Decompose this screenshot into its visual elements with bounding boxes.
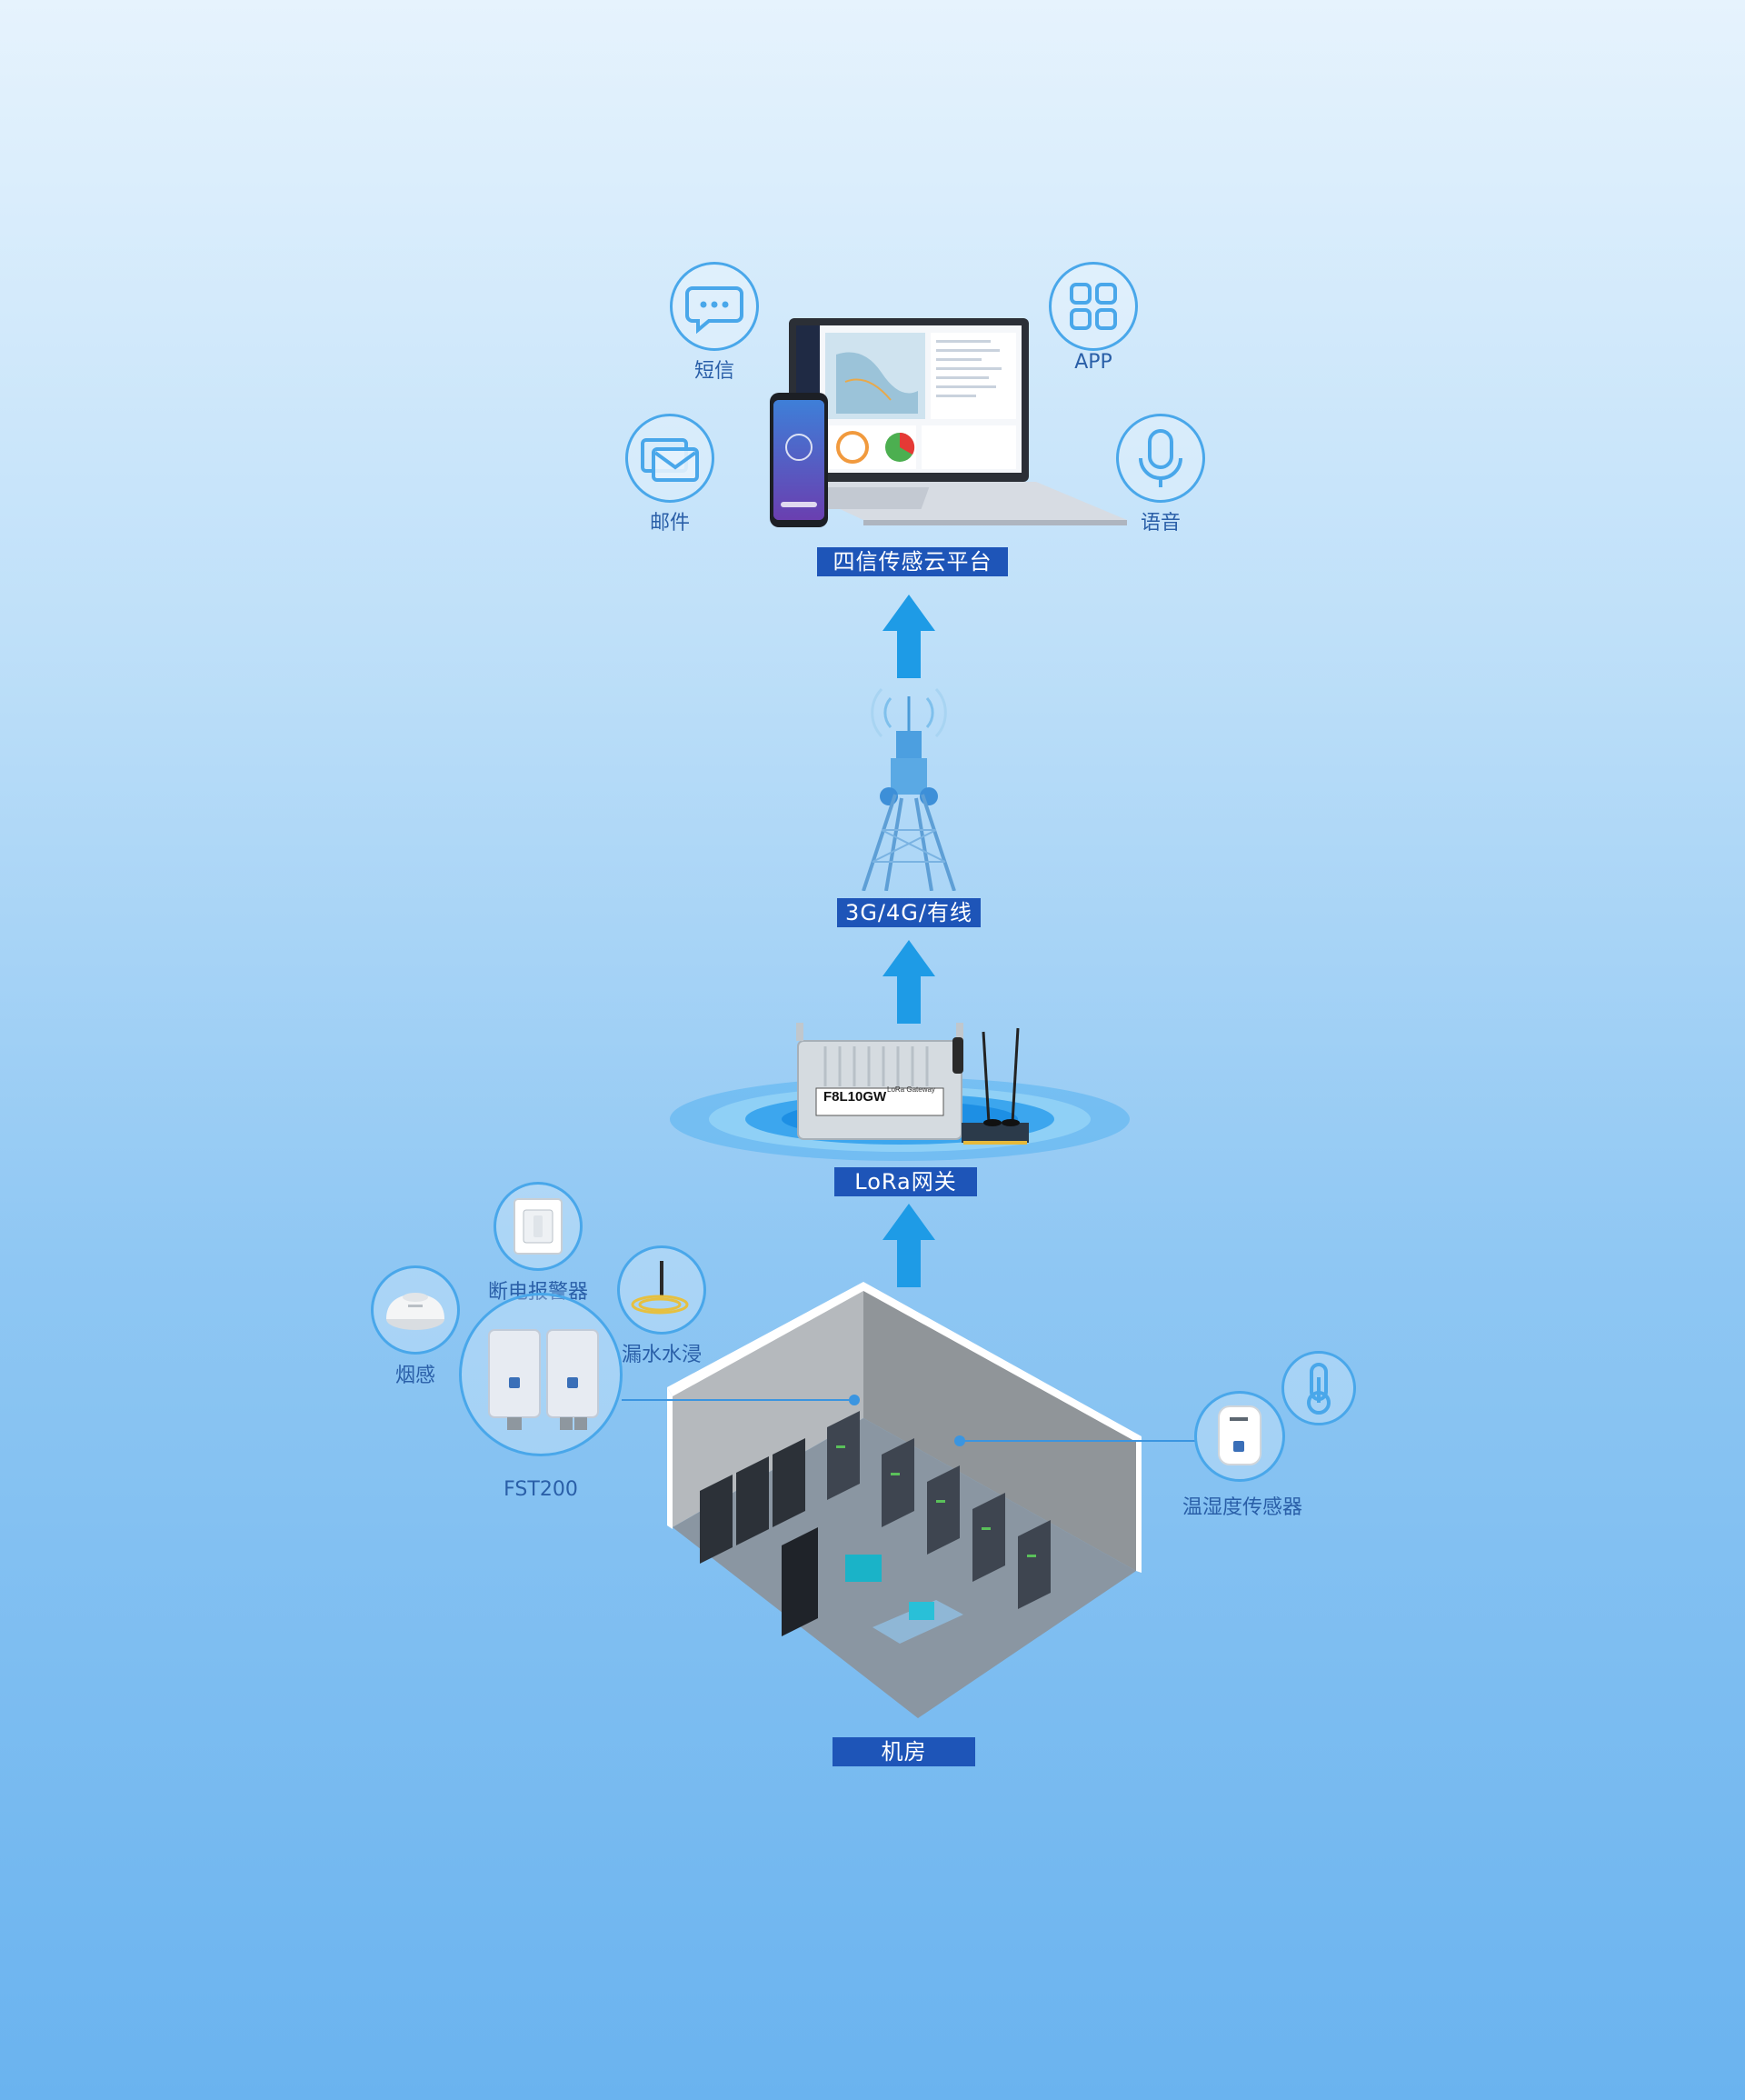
connector-line — [961, 1440, 1195, 1442]
fst200-caption: FST200 — [504, 1478, 578, 1501]
water-leak-sensor-image — [617, 1245, 706, 1335]
breaker-alarm-image — [494, 1182, 583, 1271]
connector-dot — [954, 1435, 965, 1446]
platform-label: 四信传感云平台 — [817, 547, 1008, 576]
voice-caption: 语音 — [1140, 512, 1181, 535]
thermometer-icon — [1281, 1351, 1356, 1425]
server-room-image — [663, 1282, 1145, 1727]
network-label: 3G/4G/有线 — [837, 898, 981, 927]
connector-line — [622, 1399, 854, 1401]
up-arrow-icon — [882, 940, 935, 1024]
sms-icon — [670, 262, 759, 351]
app-icon — [1049, 262, 1138, 351]
cell-tower-icon — [845, 680, 972, 891]
sms-caption: 短信 — [693, 360, 734, 383]
smoke-caption: 烟感 — [394, 1365, 435, 1387]
fst200-device-image — [459, 1293, 623, 1456]
gateway-device — [789, 1023, 1034, 1157]
gateway-device-text: F8L10GW — [823, 1089, 887, 1105]
room-label: 机房 — [833, 1737, 975, 1766]
up-arrow-icon — [882, 1204, 935, 1287]
water-leak-caption: 漏水水浸 — [621, 1344, 702, 1366]
gateway-device-subtext: LoRa Gateway — [887, 1085, 935, 1094]
up-arrow-icon — [882, 595, 935, 678]
temp-humidity-sensor-image — [1194, 1391, 1285, 1482]
temp-humidity-caption: 温湿度传感器 — [1182, 1496, 1302, 1519]
smoke-detector-image — [371, 1265, 460, 1355]
phone-image — [770, 393, 828, 527]
connector-dot — [849, 1395, 860, 1405]
microphone-icon — [1116, 414, 1205, 503]
laptop-image — [782, 318, 1127, 527]
email-icon — [625, 414, 714, 503]
app-caption: APP — [1074, 351, 1112, 374]
gateway-label: LoRa网关 — [834, 1167, 977, 1196]
email-caption: 邮件 — [649, 512, 690, 535]
